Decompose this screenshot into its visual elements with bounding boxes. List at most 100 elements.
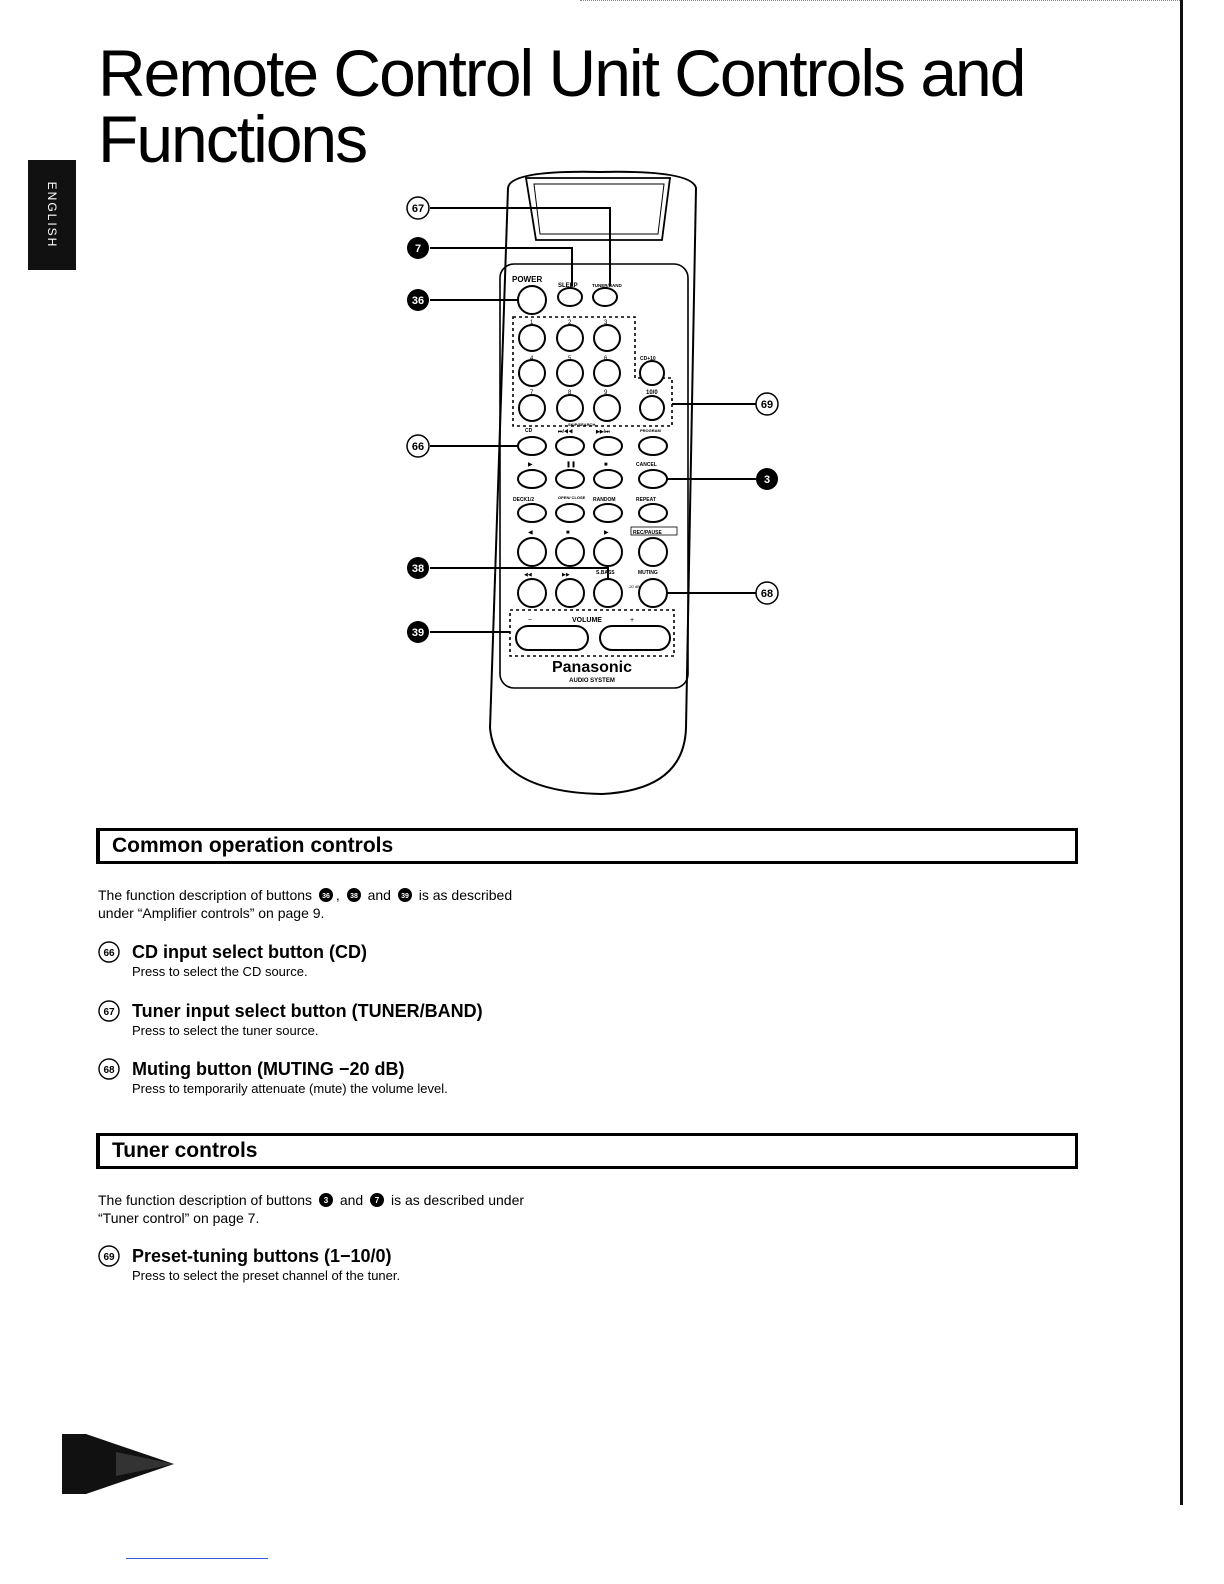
callout-38: 38 (412, 563, 424, 575)
pause-label: ❚❚ (566, 461, 576, 468)
item-68-number: 68 (103, 1065, 115, 1076)
cd-label: CD (525, 428, 533, 434)
key-1-button[interactable] (518, 324, 546, 352)
program-button[interactable] (638, 436, 668, 456)
item-66-badge: 66 (98, 941, 120, 963)
page-title-line1: Remote Control Unit Controls and (98, 36, 1026, 110)
skip-back-button[interactable] (555, 436, 585, 456)
key-4-button[interactable] (518, 359, 546, 387)
key-3-label: 3 (604, 320, 608, 326)
page-edge-rule (1180, 0, 1183, 1505)
item-69-heading: Preset-tuning buttons (1−10/0) (132, 1246, 392, 1266)
key-5-button[interactable] (556, 359, 584, 387)
cd-pause-button[interactable] (555, 469, 585, 489)
ff-button[interactable] (555, 578, 585, 608)
callout-67-badge (406, 196, 430, 220)
item-67-description: Press to select the tuner source. (132, 1023, 319, 1038)
language-tab: ENGLISH (28, 160, 76, 270)
repeat-button[interactable] (638, 503, 668, 523)
top-edge-rule (580, 0, 1180, 3)
item-66-number: 66 (103, 948, 115, 959)
ref-7-label: 7 (375, 1196, 380, 1205)
tape-stop-button[interactable] (555, 537, 585, 567)
key-10-button[interactable] (639, 395, 665, 421)
cd-button[interactable] (517, 436, 547, 456)
prev-label: ⏮/◀◀ (558, 429, 573, 435)
volume-up-button[interactable] (599, 625, 671, 651)
cd-play-button[interactable] (517, 469, 547, 489)
stop-label: ■ (604, 462, 608, 468)
rec-pause-button[interactable] (638, 537, 668, 567)
cancel-button[interactable] (638, 469, 668, 489)
key-9-button[interactable] (593, 394, 621, 422)
ref-36-label: 36 (322, 893, 330, 900)
ref-3-badge: 3 (318, 1193, 333, 1207)
volume-minus-label: − (528, 617, 532, 624)
power-label: POWER (512, 275, 542, 284)
key-6-button[interactable] (593, 359, 621, 387)
item-69-badge: 69 (98, 1245, 120, 1267)
tuner-band-button[interactable] (592, 287, 618, 307)
key-7-button[interactable] (518, 394, 546, 422)
common-intro-sep: , (335, 887, 340, 903)
program-label: PROGRAM (640, 428, 662, 433)
sbass-button[interactable] (593, 578, 623, 608)
key-1-label: 1 (530, 320, 534, 326)
language-tab-label: ENGLISH (45, 181, 59, 249)
sbass-label: S.BASS (596, 570, 615, 576)
item-68-badge: 68 (98, 1058, 120, 1080)
key-3-button[interactable] (593, 324, 621, 352)
tuner-controls-heading: Tuner controls (112, 1139, 258, 1162)
common-intro: The function description of buttons 36, … (98, 886, 568, 922)
callout-39: 39 (412, 627, 424, 639)
tuner-intro-text: The function description of buttons (98, 1192, 313, 1208)
tape-play-button[interactable] (593, 537, 623, 567)
item-69-number: 69 (103, 1252, 115, 1263)
callout-66-badge (406, 434, 430, 458)
cd10-label: CD+10 (640, 356, 656, 362)
item-66-description: Press to select the CD source. (132, 964, 308, 979)
callout-7-badge (407, 237, 429, 259)
tape-reverse-button[interactable] (517, 537, 547, 567)
brand-logo: Panasonic (552, 659, 632, 676)
key-8-label: 8 (568, 390, 572, 396)
open-close-button[interactable] (555, 503, 585, 523)
skip-forward-button[interactable] (593, 436, 623, 456)
key-cd10-button[interactable] (639, 360, 665, 386)
callout-3-badge (756, 468, 778, 490)
cancel-label: CANCEL (636, 462, 657, 468)
common-intro-and: and (367, 887, 391, 903)
muting-label: MUTING (638, 570, 658, 576)
sleep-label: SLEEP (558, 283, 578, 289)
deck12-button[interactable] (517, 503, 547, 523)
callout-3: 3 (764, 474, 770, 486)
rew-label: ◀◀ (524, 572, 532, 578)
power-button[interactable] (517, 285, 547, 315)
common-intro-text: The function description of buttons (98, 887, 313, 903)
random-button[interactable] (593, 503, 623, 523)
volume-label: VOLUME (572, 617, 602, 624)
item-67-heading: Tuner input select button (TUNER/BAND) (132, 1001, 483, 1021)
key-8-button[interactable] (556, 394, 584, 422)
ref-3-label: 3 (324, 1196, 329, 1205)
key-10-label: 10/0 (646, 390, 658, 396)
callout-38-badge (407, 557, 429, 579)
ref-39-badge: 39 (397, 888, 412, 902)
key-2-button[interactable] (556, 324, 584, 352)
skip-search-label: SKIP/SEARCH (568, 422, 595, 427)
item-66-heading: CD input select button (CD) (132, 942, 367, 962)
sleep-button[interactable] (557, 287, 583, 307)
muting-db-label: -20 dB (628, 584, 640, 589)
muting-button[interactable] (638, 578, 668, 608)
callout-7: 7 (415, 243, 421, 255)
rew-button[interactable] (517, 578, 547, 608)
ref-38-label: 38 (350, 893, 358, 900)
ref-38-badge: 38 (346, 888, 361, 902)
callout-69: 69 (761, 399, 773, 411)
callout-68: 68 (761, 588, 773, 600)
random-label: RANDOM (593, 497, 616, 503)
cd-stop-button[interactable] (593, 469, 623, 489)
volume-down-button[interactable] (515, 625, 589, 651)
tape-reverse-label: ◀ (528, 530, 533, 536)
common-intro-tail: is as described (418, 887, 513, 903)
